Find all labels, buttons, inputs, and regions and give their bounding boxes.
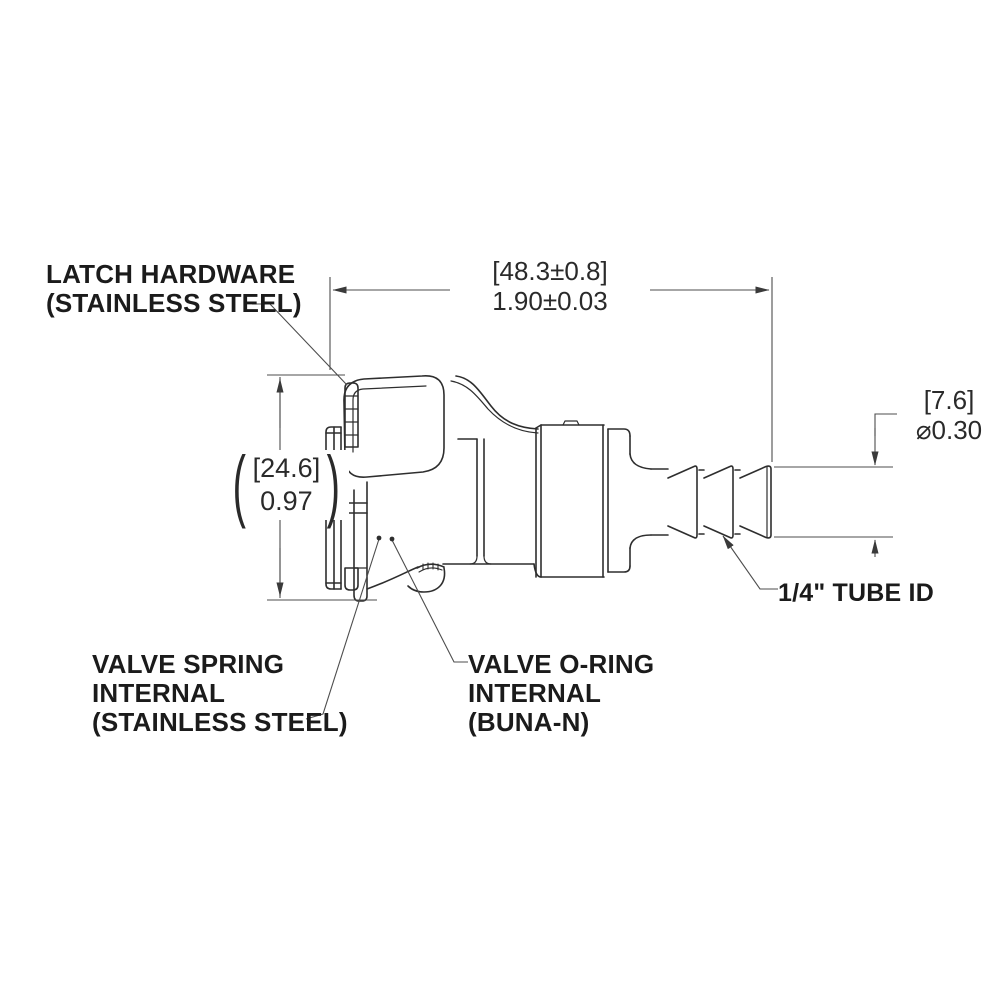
overall-height-inch: 0.97 — [260, 486, 313, 516]
bottom-latch-tab — [344, 567, 359, 591]
overall-length-metric: [48.3±0.8] — [492, 256, 608, 286]
leader-valve-spring — [305, 535, 382, 720]
hose-barb — [650, 465, 772, 539]
leader-latch — [252, 303, 348, 386]
height-paren-close: ) — [326, 440, 341, 529]
valve-spring-label: VALVE SPRING INTERNAL (STAINLESS STEEL) — [92, 650, 348, 737]
overall-height-values: [24.6] 0.97 — [253, 452, 321, 518]
body-mid — [442, 375, 542, 578]
valve-spring-line1: VALVE SPRING — [92, 649, 285, 679]
latch-hardware-line2: (STAINLESS STEEL) — [46, 288, 302, 318]
barb-diameter-metric: [7.6] — [923, 385, 975, 415]
overall-length-inch: 1.90±0.03 — [492, 286, 608, 316]
valve-spring-line2: INTERNAL — [92, 678, 226, 708]
overall-height-metric: [24.6] — [252, 453, 321, 483]
tube-id-label: 1/4" TUBE ID — [778, 579, 934, 608]
bottom-foot — [366, 562, 446, 593]
valve-oring-line2: INTERNAL — [468, 678, 602, 708]
latch-hardware-line1: LATCH HARDWARE — [46, 259, 296, 289]
latch-hardware-label: LATCH HARDWARE (STAINLESS STEEL) — [46, 260, 302, 318]
barb-diameter-dimension: [7.6] ⌀0.30 — [893, 385, 1000, 445]
leader-tube-id — [722, 535, 778, 590]
tube-id-line1: 1/4" TUBE ID — [778, 579, 934, 607]
valve-oring-label: VALVE O-RING INTERNAL (BUNA-N) — [468, 650, 654, 737]
dim-barb-diameter — [774, 413, 897, 557]
collar — [535, 420, 652, 578]
leader-valve-oring — [389, 536, 468, 663]
valve-oring-line3: (BUNA-N) — [468, 707, 590, 737]
latch-hardware-strip — [344, 382, 359, 448]
valve-oring-line1: VALVE O-RING — [468, 649, 655, 679]
part-outline — [325, 375, 772, 602]
height-paren-open: ( — [232, 440, 246, 529]
valve-spring-line3: (STAINLESS STEEL) — [92, 707, 348, 737]
latch-button — [343, 375, 445, 478]
overall-height-dimension: ( [24.6] 0.97 ) — [224, 440, 349, 529]
barb-diameter-inch: ⌀0.30 — [915, 415, 983, 445]
overall-length-dimension: [48.3±0.8] 1.90±0.03 — [450, 256, 650, 316]
